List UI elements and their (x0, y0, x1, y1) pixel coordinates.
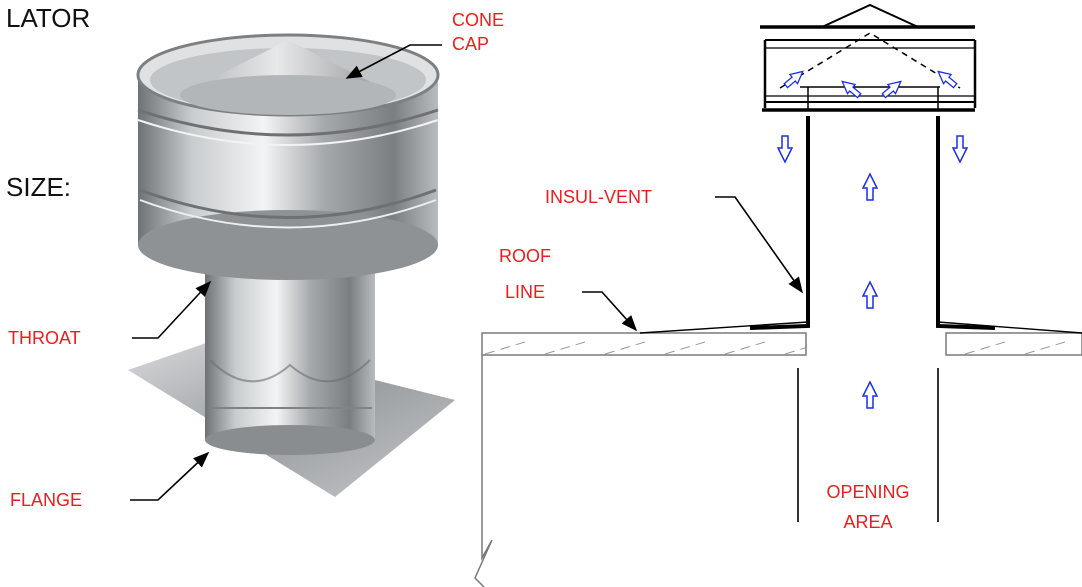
roof-line-label-line1: ROOF (499, 246, 551, 266)
ventilator-illustration (128, 33, 455, 497)
vent-wall-left (749, 116, 810, 330)
roof-deck-left (481, 332, 807, 356)
roof-deck-right (945, 332, 1082, 356)
wall-break-line (474, 355, 493, 587)
cone-cap-label-line2: CAP (452, 34, 490, 54)
section-diagram (474, 3, 1082, 587)
flange-label: FLANGE (10, 490, 83, 510)
roof-line-leader (582, 291, 638, 332)
heading-fragment-size: SIZE: (6, 172, 72, 202)
vent-wall-right (936, 116, 996, 330)
opening-area-label-line2: AREA (843, 512, 893, 532)
roof-line-label-line2: LINE (504, 282, 546, 302)
heading-fragment-top: LATOR (6, 3, 91, 33)
insul-vent-label: INSUL-VENT (545, 187, 653, 207)
flange-leader (130, 451, 210, 501)
insul-vent-leader (715, 196, 803, 294)
opening-area-label-line1: OPENING (826, 482, 910, 502)
vent-cap-housing (760, 3, 977, 112)
throat-label: THROAT (8, 328, 81, 348)
throat-leader (132, 280, 212, 339)
cone-cap-label-line1: CONE (452, 10, 505, 30)
cone-cap-leader (345, 44, 442, 79)
